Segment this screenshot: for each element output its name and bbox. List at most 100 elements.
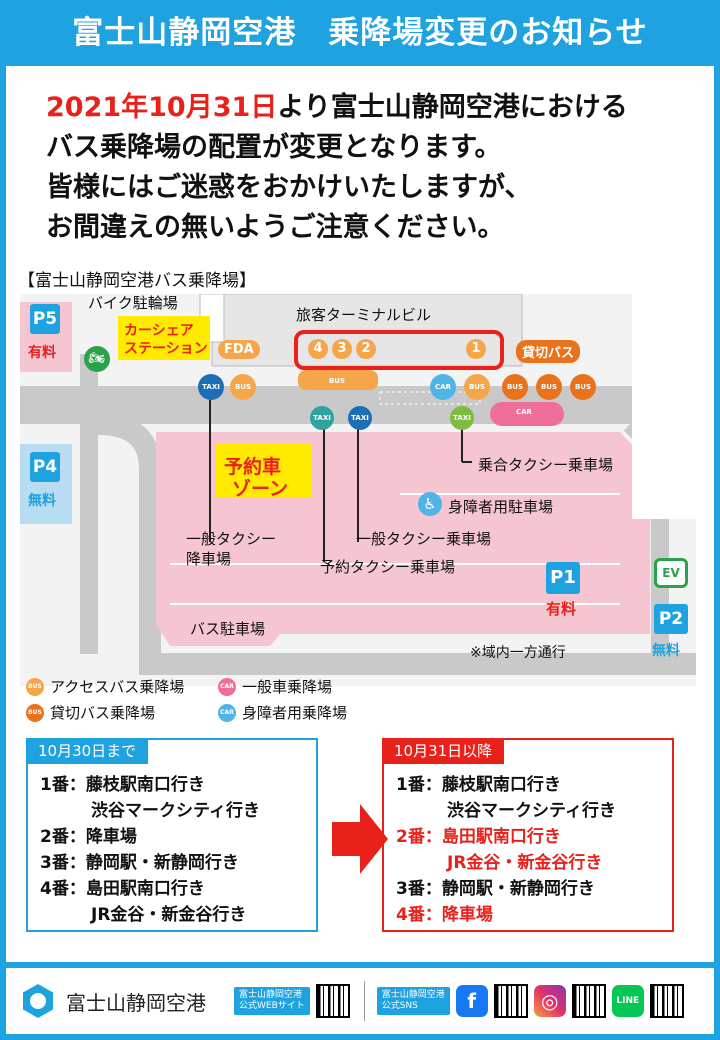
- footer: 富士山静岡空港 富士山静岡空港公式WEBサイト 富士山静岡空港公式SNS f ◎…: [0, 962, 720, 1040]
- taxi-icon: TAXI: [198, 374, 224, 400]
- one-way-note: ※域内一方通行: [470, 645, 566, 661]
- instagram-icon[interactable]: ◎: [533, 985, 566, 1017]
- access-bus-icon: BUS: [26, 677, 44, 696]
- footer-divider: [363, 981, 365, 1021]
- qr-code-icon: [649, 984, 684, 1018]
- schedule-line: 3番：静岡駅・新静岡行き: [40, 853, 239, 873]
- sns-links: 富士山静岡空港公式SNS f ◎ LINE: [376, 984, 684, 1018]
- disabled-parking-label: 身障者用駐車場: [448, 498, 554, 516]
- page-title: 富士山静岡空港 乗降場変更のお知らせ: [72, 15, 648, 51]
- motorcycle-icon: 🏍: [84, 346, 110, 372]
- car-icon: CAR: [430, 374, 456, 400]
- bus-stop-map: 旅客ターミナルビル バイク駐輪場 カーシェア ステーション FDA 4 3 2 …: [20, 294, 696, 686]
- taxi-dropoff-label-2: 降車場: [186, 550, 232, 568]
- schedule-line: 1番：藤枝駅南口行き: [396, 775, 561, 795]
- p2-sign: P2: [654, 604, 688, 634]
- carshare-label-2: ステーション: [124, 341, 208, 357]
- charter-bus-icon: BUS: [26, 703, 44, 722]
- intro-line-4: お間違えの無いようご注意ください。: [46, 212, 505, 243]
- bus-icon: BUS: [502, 374, 528, 400]
- intro-line-3: 皆様にはご迷惑をおかけいたしますが、: [46, 172, 532, 203]
- qr-code-icon: [571, 984, 606, 1018]
- bus-icon: BUS: [536, 374, 562, 400]
- ev-charging-icon: EV: [654, 558, 688, 588]
- footer-bar: 富士山静岡空港 富士山静岡空港公式WEBサイト 富士山静岡空港公式SNS f ◎…: [6, 968, 714, 1034]
- general-car-icon: CAR: [218, 677, 236, 696]
- qr-code-icon: [493, 984, 528, 1018]
- airport-logo-icon: [23, 984, 53, 1018]
- schedule-line: 渋谷マークシティ行き: [447, 801, 616, 821]
- schedule-line: 4番：島田駅南口行き: [40, 879, 205, 899]
- before-heading: 10月30日まで: [26, 738, 149, 764]
- schedule-line: 2番：降車場: [40, 827, 137, 847]
- p5-sign: P5: [30, 304, 60, 334]
- bus-icon: BUS: [570, 374, 596, 400]
- shared-taxi-boarding-label: 乗合タクシー乗車場: [478, 456, 614, 474]
- after-schedule-box: 10月31日以降 1番：藤枝駅南口行き渋谷マークシティ行き 2番：島田駅南口行き J…: [382, 738, 674, 932]
- after-lines: 1番：藤枝駅南口行き渋谷マークシティ行き 2番：島田駅南口行き JR金谷・新金谷行き…: [396, 772, 664, 928]
- arrow-right-icon: [332, 804, 388, 874]
- facebook-icon[interactable]: f: [455, 985, 488, 1017]
- car-icon: CAR: [516, 408, 532, 416]
- p2-fee: 無料: [652, 643, 680, 659]
- taxi-icon: TAXI: [348, 406, 372, 430]
- legend-disabled-car-label: 身障者用乗降場: [242, 704, 348, 722]
- reserved-zone-label-2: ゾーン: [232, 478, 289, 500]
- line-icon[interactable]: LINE: [611, 985, 644, 1017]
- disabled-car-icon: CAR: [218, 703, 236, 722]
- p1-sign: P1: [546, 562, 580, 594]
- airport-logo: 富士山静岡空港: [20, 983, 206, 1019]
- airport-logo-text: 富士山静岡空港: [66, 990, 206, 1015]
- stop-2-badge: 2: [356, 338, 376, 359]
- legend-general-car: CAR 一般車乗降場: [218, 676, 332, 697]
- schedule-line: 4番：降車場: [396, 905, 493, 925]
- taxi-icon: TAXI: [450, 406, 474, 430]
- schedule-line: JR金谷・新金谷行き: [447, 853, 603, 873]
- legend-access-bus-label: アクセスバス乗降場: [50, 678, 185, 696]
- taxi-dropoff-label-1: 一般タクシー: [186, 530, 277, 548]
- schedule-line: 渋谷マークシティ行き: [91, 801, 260, 821]
- bus-icon: BUS: [328, 377, 346, 385]
- legend-general-car-label: 一般車乗降場: [242, 678, 333, 696]
- schedule-line: JR金谷・新金谷行き: [91, 905, 247, 925]
- terminal-label: 旅客ターミナルビル: [296, 306, 432, 324]
- notice-panel: 2021年10月31日より富士山静岡空港における バス乗降場の配置が変更となりま…: [6, 66, 714, 962]
- before-schedule-box: 10月30日まで 1番：藤枝駅南口行き渋谷マークシティ行き 2番：降車場 3番：静岡…: [26, 738, 318, 932]
- taxi-icon: TAXI: [310, 406, 334, 430]
- web-site-tag: 富士山静岡空港公式WEBサイト: [234, 987, 310, 1015]
- schedule-line: 3番：静岡駅・新静岡行き: [396, 879, 595, 899]
- bus-icon: BUS: [464, 374, 490, 400]
- legend-charter-bus-label: 貸切バス乗降場: [50, 704, 156, 722]
- sns-tag: 富士山静岡空港公式SNS: [376, 987, 450, 1015]
- before-lines: 1番：藤枝駅南口行き渋谷マークシティ行き 2番：降車場 3番：静岡駅・新静岡行き 4番…: [40, 772, 308, 928]
- legend-disabled-car: CAR 身障者用乗降場: [218, 702, 347, 723]
- change-date: 2021年10月31日: [46, 92, 278, 123]
- reserved-taxi-label: 予約タクシー乗車場: [320, 558, 456, 576]
- taxi-boarding-label: 一般タクシー乗車場: [356, 530, 492, 548]
- stop-3-badge: 3: [332, 338, 352, 359]
- web-site-link[interactable]: 富士山静岡空港公式WEBサイト: [234, 984, 350, 1018]
- bike-parking-label: バイク駐輪場: [88, 294, 178, 312]
- carshare-label-1: カーシェア: [124, 323, 194, 339]
- map-caption: 【富士山静岡空港バス乗降場】: [18, 271, 256, 291]
- p4-sign: P4: [30, 452, 60, 482]
- intro-text: 2021年10月31日より富士山静岡空港における バス乗降場の配置が変更となりま…: [46, 88, 686, 248]
- bus-icon: BUS: [230, 374, 256, 400]
- fda-badge: FDA: [218, 340, 260, 359]
- p5-fee: 有料: [28, 345, 56, 361]
- schedule-line: 2番：島田駅南口行き: [396, 827, 561, 847]
- p4-fee: 無料: [28, 493, 56, 509]
- qr-code-icon: [315, 984, 350, 1018]
- reserved-zone-label-1: 予約車: [224, 456, 282, 478]
- p1-fee: 有料: [546, 600, 577, 618]
- legend-access-bus: BUS アクセスバス乗降場: [26, 676, 184, 697]
- intro-line-2: バス乗降場の配置が変更となります。: [46, 132, 502, 163]
- stop-1-badge: 1: [466, 338, 486, 359]
- stop-4-badge: 4: [308, 338, 328, 359]
- wheelchair-icon: ♿: [418, 492, 442, 516]
- bus-parking-label: バス駐車場: [190, 620, 266, 638]
- legend-charter-bus: BUS 貸切バス乗降場: [26, 702, 155, 723]
- intro-line-1: より富士山静岡空港における: [277, 92, 628, 123]
- schedule-line: 1番：藤枝駅南口行き: [40, 775, 205, 795]
- after-heading: 10月31日以降: [382, 738, 505, 764]
